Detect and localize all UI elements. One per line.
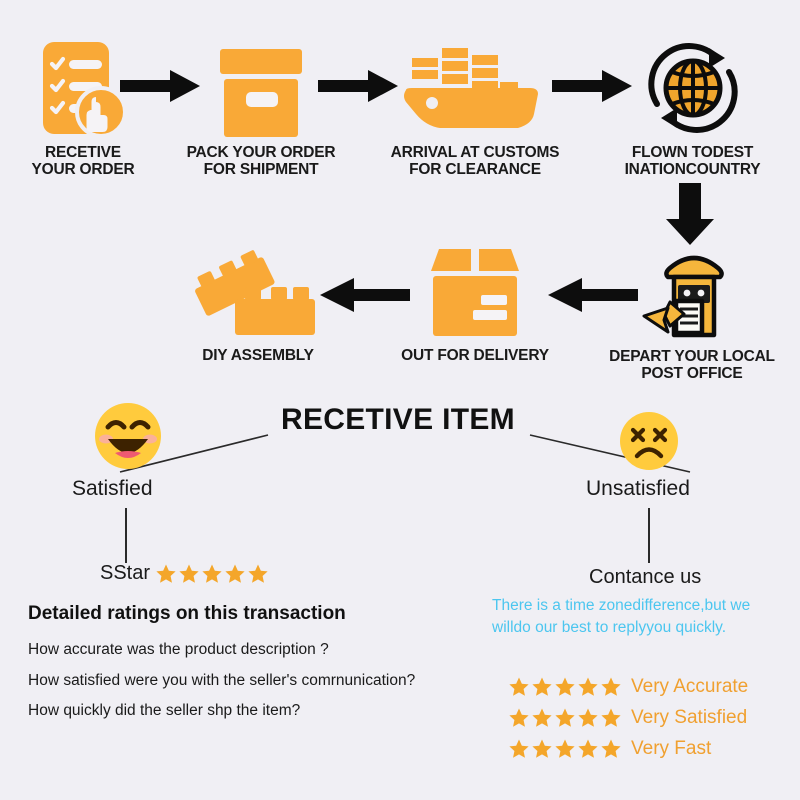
rating-row-very-fast: Very Fast (508, 738, 711, 760)
flow-step-label: RECETIVE YOUR ORDER (31, 144, 135, 179)
rating-stars (508, 707, 622, 729)
contact-heading: Contance us (589, 566, 702, 588)
box-lid-icon (186, 30, 336, 140)
unsatisfied-connector-line (648, 508, 650, 563)
flow-step-receive-order: RECETIVE YOUR ORDER (8, 30, 158, 179)
sstar-label: SStar (100, 562, 151, 584)
rating-row-label: Very Fast (631, 738, 712, 759)
flow-step-diy-assembly: DIY ASSEMBLY (178, 238, 338, 364)
flow-step-label: DIY ASSEMBLY (202, 347, 314, 364)
cargo-ship-icon (385, 30, 565, 140)
arrow-left-1 (320, 278, 410, 312)
arrow-right-1 (120, 70, 200, 102)
contact-message: There is a time zonedifference,but we wi… (492, 597, 751, 636)
rating-question-3: How quickly did the seller shp the item? (28, 702, 301, 719)
arrow-left-2 (548, 278, 638, 312)
flow-step-label: FLOWN TODEST INATIONCOUNTRY (624, 144, 761, 179)
flow-step-label: ARRIVAL AT CUSTOMS FOR CLEARANCE (390, 144, 560, 179)
rating-row-very-satisfied: Very Satisfied (508, 707, 747, 729)
rating-row-very-accurate: Very Accurate (508, 676, 748, 698)
flow-step-post-office: DEPART YOUR LOCAL POST OFFICE (598, 236, 786, 383)
globe-cycle-icon (600, 30, 785, 140)
mailbox-icon (598, 236, 786, 344)
flow-step-out-for-delivery: OUT FOR DELIVERY (395, 238, 555, 364)
rating-question-1: How accurate was the product description… (28, 641, 329, 658)
flow-step-customs: ARRIVAL AT CUSTOMS FOR CLEARANCE (385, 30, 565, 179)
checklist-icon (8, 30, 158, 140)
rating-stars (508, 738, 622, 760)
detailed-ratings-heading: Detailed ratings on this transaction (28, 603, 346, 624)
flow-step-label: DEPART YOUR LOCAL POST OFFICE (609, 348, 775, 383)
arrow-right-3 (552, 70, 632, 102)
unsatisfied-emoji-icon (618, 410, 680, 472)
flow-step-label: PACK YOUR ORDER FOR SHIPMENT (186, 144, 336, 179)
unsatisfied-label: Unsatisfied (586, 477, 690, 500)
rating-row-label: Very Accurate (631, 676, 749, 697)
satisfied-connector-line (125, 508, 127, 563)
page-title: RECETIVE ITEM (281, 403, 515, 436)
flow-step-flown: FLOWN TODEST INATIONCOUNTRY (600, 30, 785, 179)
parcel-box-icon (395, 238, 555, 343)
satisfied-label: Satisfied (72, 477, 153, 500)
lego-bricks-icon (178, 238, 338, 343)
flow-step-label: OUT FOR DELIVERY (401, 347, 549, 364)
sstar-stars (155, 563, 269, 585)
satisfied-emoji-icon (93, 401, 163, 471)
rating-question-2: How satisfied were you with the seller's… (28, 672, 416, 689)
sstar-rating: SStar (100, 562, 269, 585)
arrow-down (662, 183, 718, 245)
arrow-right-2 (318, 70, 398, 102)
flow-step-pack-order: PACK YOUR ORDER FOR SHIPMENT (186, 30, 336, 179)
rating-stars (508, 676, 622, 698)
rating-row-label: Very Satisfied (631, 707, 748, 728)
